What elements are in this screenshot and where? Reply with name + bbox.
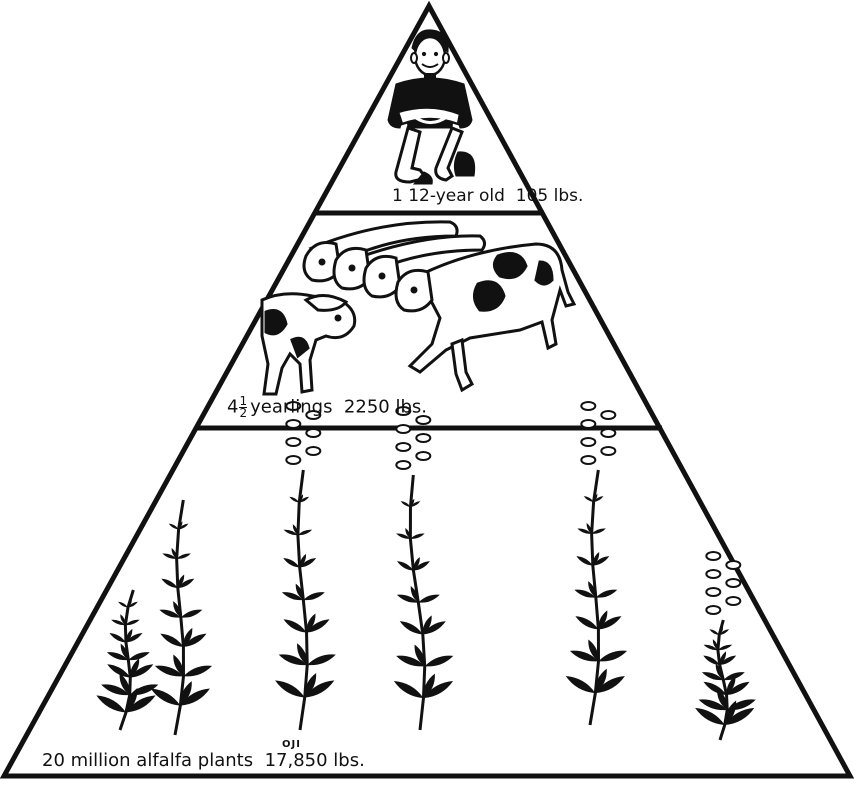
alfalfa-blossom	[286, 456, 300, 464]
alfalfa-blossom	[726, 597, 740, 605]
alfalfa-blossom	[581, 420, 595, 428]
alfalfa-blossom	[706, 588, 720, 596]
tier-label-alfalfa: 20 million alfalfa plants 17,850 lbs.	[42, 750, 365, 771]
alfalfa-blossom	[706, 552, 720, 560]
boy-count: 1	[392, 186, 403, 206]
alfalfa-blossom	[706, 570, 720, 578]
alfalfa-blossom	[416, 434, 430, 442]
alfalfa-blossom	[396, 425, 410, 433]
alfalfa-blossom	[581, 438, 595, 446]
alfalfa-label: 20 million alfalfa plants	[42, 750, 253, 771]
alfalfa-blossom	[286, 438, 300, 446]
alfalfa-blossom	[306, 447, 320, 455]
alfalfa-blossom	[581, 402, 595, 410]
alfalfa-blossom	[286, 420, 300, 428]
alfalfa-blossom	[726, 579, 740, 587]
yearlings-label: yearlings	[250, 397, 332, 418]
tier-label-boy: 1 12-year old 105 lbs.	[392, 186, 583, 206]
alfalfa-blossom	[396, 443, 410, 451]
yearlings-weight: 2250 lbs.	[344, 397, 427, 418]
alfalfa-blossom	[601, 447, 615, 455]
alfalfa-blossom	[726, 561, 740, 569]
artist-signature: OJI	[282, 739, 301, 750]
boy-weight: 105 lbs.	[516, 186, 584, 206]
tier-label-yearlings: 412yearlings 2250 lbs.	[227, 396, 427, 419]
alfalfa-blossom	[601, 411, 615, 419]
boy-label: 12-year old	[408, 186, 505, 206]
alfalfa-weight: 17,850 lbs.	[265, 750, 365, 771]
alfalfa-blossom	[706, 606, 720, 614]
yearlings-count-whole: 4	[227, 397, 238, 418]
alfalfa-blossom	[396, 461, 410, 469]
alfalfa-blossom	[306, 429, 320, 437]
alfalfa-blossom	[581, 456, 595, 464]
fraction-denominator: 2	[239, 407, 247, 419]
alfalfa-blossom	[601, 429, 615, 437]
alfalfa-blossom	[416, 452, 430, 460]
